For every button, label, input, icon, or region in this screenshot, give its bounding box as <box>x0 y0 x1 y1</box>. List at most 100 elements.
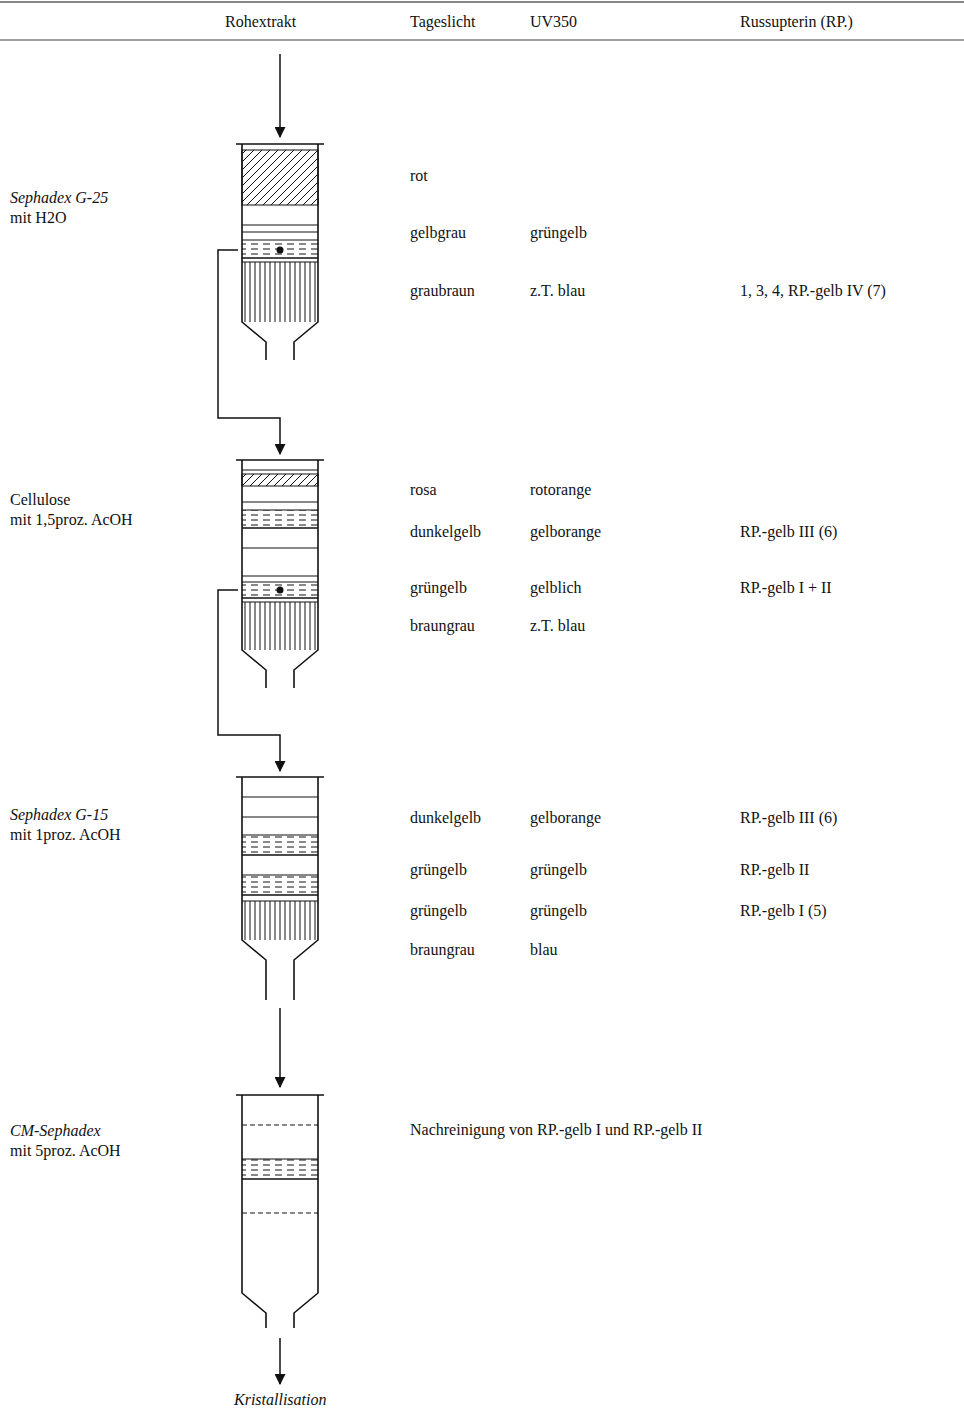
chromatography-column: Sephadex G-25mit H2O <box>238 142 322 360</box>
table-cell: dunkelgelb <box>410 522 481 542</box>
column-eluent: mit 5proz. AcOH <box>10 1141 210 1161</box>
column-header: Rohextrakt <box>225 12 296 32</box>
table-cell: grüngelb <box>410 860 467 880</box>
table-cell: grüngelb <box>410 578 467 598</box>
dashed-band <box>242 510 318 528</box>
band-line <box>242 257 318 259</box>
table-cell: Nachreinigung von RP.-gelb I und RP.-gel… <box>410 1120 702 1140</box>
column-outline <box>236 460 324 688</box>
table-cell: gelborange <box>530 808 601 828</box>
band-line <box>242 582 318 583</box>
column-eluent: mit 1,5proz. AcOH <box>10 510 210 530</box>
band-line <box>242 597 318 599</box>
table-cell: grüngelb <box>530 223 587 243</box>
dashed-band <box>242 875 318 895</box>
table-cell: dunkelgelb <box>410 808 481 828</box>
sample-dot <box>277 587 284 594</box>
band-line <box>242 510 318 511</box>
dashed-band <box>242 582 318 598</box>
hatched-band <box>242 150 318 205</box>
band-line <box>242 262 318 263</box>
column-material: CM-Sephadex <box>10 1121 210 1141</box>
hatched-band <box>242 474 318 486</box>
column-material: Cellulose <box>10 490 210 510</box>
step-label: Kristallisation <box>234 1390 326 1410</box>
column-packing <box>242 901 318 940</box>
dashed-band <box>242 240 318 258</box>
column-outline <box>236 144 324 360</box>
band-line <box>242 797 318 798</box>
column-label: Sephadex G-15mit 1proz. AcOH <box>10 805 210 845</box>
band-line <box>242 502 318 503</box>
column-eluent: mit 1proz. AcOH <box>10 825 210 845</box>
band-line <box>242 225 318 226</box>
band-line <box>242 470 318 471</box>
band-line <box>242 527 318 529</box>
column-packing <box>242 262 318 322</box>
flow-connector <box>279 1008 281 1087</box>
column-label: CM-Sephadexmit 5proz. AcOH <box>10 1121 210 1161</box>
feed-arrow <box>279 54 281 137</box>
sample-dot <box>277 247 284 254</box>
table-cell: braungrau <box>410 616 475 636</box>
table-cell: z.T. blau <box>530 616 585 636</box>
column-header: Tageslicht <box>410 12 476 32</box>
table-cell: 1, 3, 4, RP.-gelb IV (7) <box>740 281 886 301</box>
dashed-band <box>242 1159 318 1179</box>
table-cell: RP.-gelb II <box>740 860 809 880</box>
band-line <box>242 240 318 241</box>
table-cell: grüngelb <box>530 901 587 921</box>
band-line <box>242 232 318 233</box>
column-eluent: mit H2O <box>10 208 210 228</box>
band-line <box>242 1159 318 1160</box>
column-drawing <box>238 142 322 360</box>
chromatography-column: CM-Sephadexmit 5proz. AcOH <box>238 1093 322 1328</box>
table-cell: RP.-gelb III (6) <box>740 808 837 828</box>
band-line <box>242 1213 318 1214</box>
column-drawing <box>238 1093 322 1328</box>
column-material: Sephadex G-15 <box>10 805 210 825</box>
column-drawing <box>238 775 322 1000</box>
column-outline <box>236 777 324 1000</box>
table-cell: braungrau <box>410 940 475 960</box>
column-label: Cellulosemit 1,5proz. AcOH <box>10 490 210 530</box>
table-cell: grüngelb <box>410 901 467 921</box>
table-cell: graubraun <box>410 281 475 301</box>
column-material: Sephadex G-25 <box>10 188 210 208</box>
dashed-band <box>242 835 318 855</box>
column-outline <box>236 1095 324 1328</box>
column-label: Sephadex G-25mit H2O <box>10 188 210 228</box>
table-cell: rotorange <box>530 480 591 500</box>
output-arrow <box>279 1338 281 1384</box>
band-line <box>242 576 318 577</box>
column-header: UV350 <box>530 12 577 32</box>
table-cell: RP.-gelb I + II <box>740 578 832 598</box>
table-cell: gelborange <box>530 522 601 542</box>
table-cell: rot <box>410 166 428 186</box>
column-drawing <box>238 458 322 688</box>
column-packing <box>242 602 318 650</box>
table-cell: grüngelb <box>530 860 587 880</box>
band-line <box>242 1125 318 1126</box>
chromatography-column: Cellulosemit 1,5proz. AcOH <box>238 458 322 688</box>
table-cell: gelblich <box>530 578 582 598</box>
band-line <box>242 835 318 836</box>
band-line <box>242 1178 318 1180</box>
table-rule <box>0 1 964 2</box>
chromatography-column: Sephadex G-15mit 1proz. AcOH <box>238 775 322 1000</box>
table-cell: blau <box>530 940 558 960</box>
column-header: Russupterin (RP.) <box>740 12 853 32</box>
table-cell: rosa <box>410 480 437 500</box>
band-line <box>242 548 318 549</box>
table-rule <box>0 40 964 41</box>
band-line <box>242 901 318 902</box>
band-line <box>242 854 318 856</box>
table-cell: RP.-gelb I (5) <box>740 901 827 921</box>
table-cell: gelbgrau <box>410 223 466 243</box>
band-line <box>242 602 318 603</box>
band-line <box>242 894 318 896</box>
band-line <box>242 875 318 876</box>
band-line <box>242 817 318 818</box>
